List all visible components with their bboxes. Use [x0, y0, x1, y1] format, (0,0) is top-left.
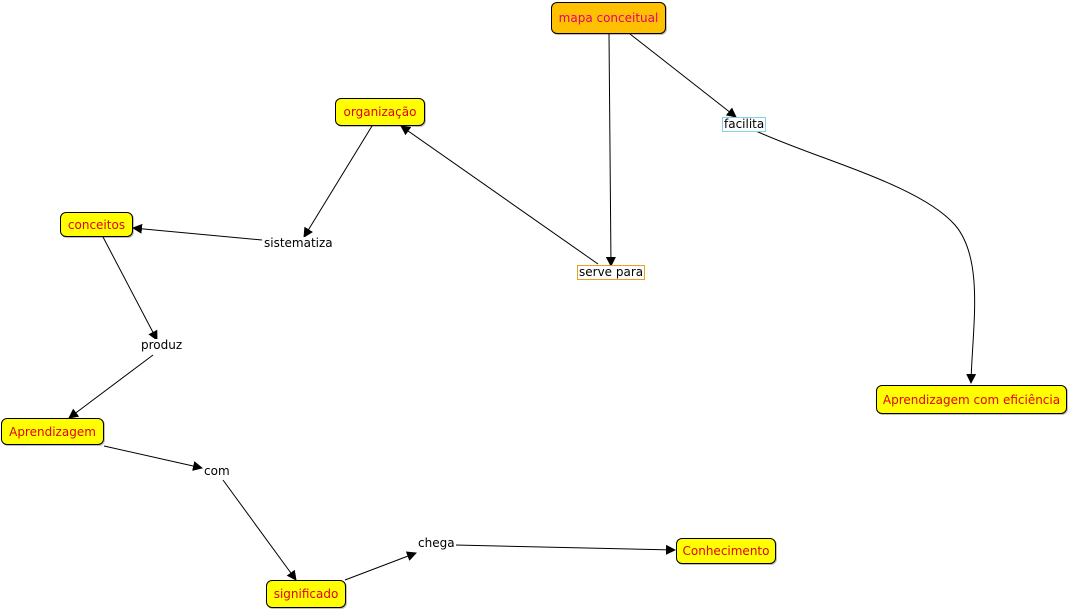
edge-facilita-to-eficiencia	[755, 130, 977, 384]
concept-aprendizagem-eficiencia[interactable]: Aprendizagem com eficiência	[876, 385, 1067, 414]
edge-organizacao-to-sistematiza	[303, 125, 373, 238]
edge-conceitos-to-produz	[102, 236, 158, 341]
concept-significado[interactable]: significado	[266, 580, 346, 608]
link-com[interactable]: com	[203, 464, 231, 478]
link-serve-para[interactable]: serve para	[577, 265, 646, 280]
concept-mapa-conceitual[interactable]: mapa conceitual	[551, 2, 666, 34]
edge-sistematiza-to-conceitos	[132, 223, 263, 241]
edge-aprendizagem-to-com	[103, 445, 203, 471]
edge-mapa-to-servepara	[605, 33, 616, 267]
edge-mapa-to-facilita	[629, 33, 737, 118]
concept-organizacao[interactable]: organização	[335, 98, 425, 126]
edge-servepara-to-organizacao	[400, 125, 599, 265]
concept-conhecimento[interactable]: Conhecimento	[676, 538, 776, 564]
link-facilita[interactable]: facilita	[722, 117, 767, 132]
concept-conceitos[interactable]: conceitos	[60, 212, 133, 237]
link-chega[interactable]: chega	[417, 536, 456, 550]
concept-aprendizagem[interactable]: Aprendizagem	[1, 418, 104, 445]
edge-produz-to-aprendizagem	[68, 354, 154, 419]
link-produz[interactable]: produz	[140, 338, 184, 352]
edge-significado-to-chega	[344, 551, 417, 581]
edge-com-to-significado	[222, 479, 297, 581]
edge-chega-to-conhecimento	[454, 544, 676, 555]
link-sistematiza[interactable]: sistematiza	[263, 236, 334, 250]
